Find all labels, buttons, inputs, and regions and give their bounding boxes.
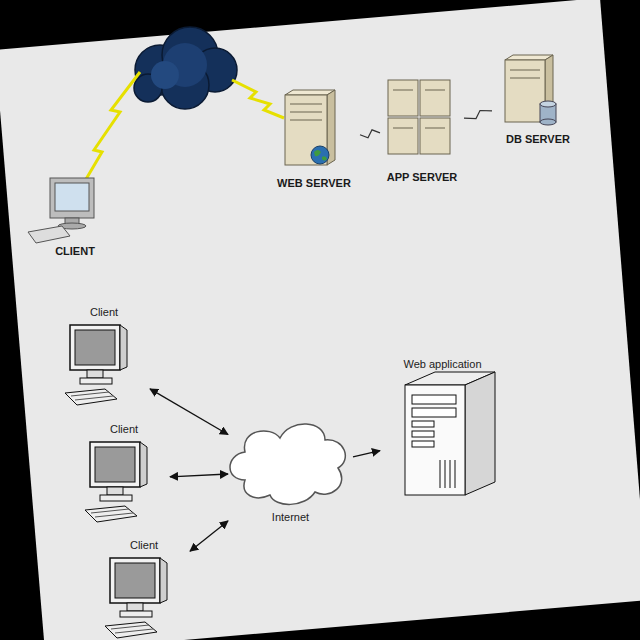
node-label: Internet	[270, 510, 311, 524]
web-app-server	[405, 372, 495, 495]
client-node: Client	[58, 305, 150, 419]
client-node: CLIENT	[25, 172, 125, 258]
network-link	[464, 111, 492, 119]
client-computer	[105, 558, 167, 638]
arrow-connector	[353, 451, 380, 457]
internet-node: Internet	[228, 418, 353, 524]
client-node: Client	[78, 422, 170, 536]
db-server	[505, 55, 556, 125]
lightning-link	[232, 80, 284, 118]
node-label: Client	[88, 305, 120, 319]
arrow-connector	[150, 389, 228, 435]
node-label: CLIENT	[53, 244, 97, 258]
node-label: WEB SERVER	[275, 176, 353, 190]
client-computer	[85, 442, 147, 522]
node-label: Web application	[401, 357, 483, 371]
server-node: Web application	[380, 357, 505, 516]
app-server	[388, 80, 450, 154]
node-label: APP SERVER	[385, 170, 460, 184]
internet-cloud	[230, 424, 345, 504]
client-node: Client	[98, 538, 190, 638]
node-label: Client	[108, 422, 140, 436]
arrow-connector	[170, 474, 228, 477]
client-computer	[28, 178, 94, 243]
node-label: Client	[128, 538, 160, 552]
node-label: DB SERVER	[504, 132, 572, 146]
arrow-connector	[190, 521, 228, 551]
network-cloud	[134, 27, 237, 109]
web-server	[285, 90, 335, 165]
lightning-link	[82, 72, 140, 186]
client-computer	[65, 325, 127, 405]
server-node: APP SERVER	[380, 74, 464, 184]
network-link	[360, 130, 380, 138]
server-node: WEB SERVER	[268, 88, 360, 190]
server-node: DB SERVER	[492, 52, 584, 146]
